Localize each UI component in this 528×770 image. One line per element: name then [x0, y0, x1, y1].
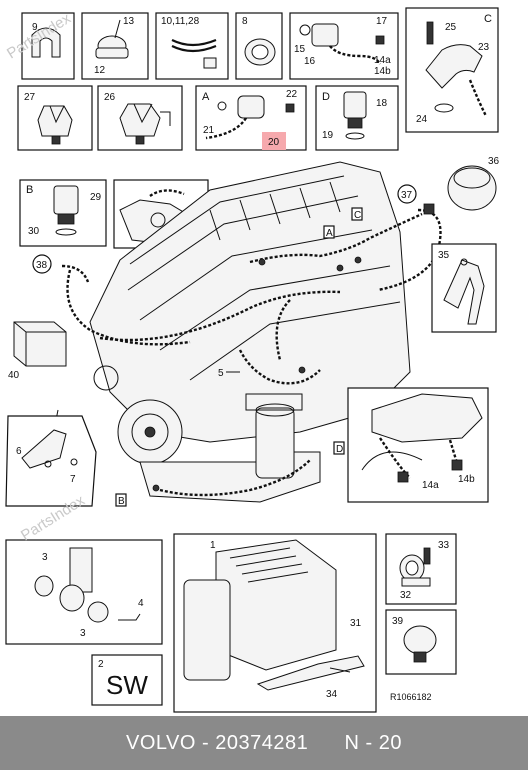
- footer-page: N - 20: [344, 731, 402, 754]
- callout-29: 29: [90, 192, 102, 203]
- callout-6: 6: [16, 446, 22, 457]
- panel-9: 9: [21, 12, 75, 80]
- panel-3-4: 3 3 4: [5, 539, 163, 645]
- callout-35: 35: [438, 250, 450, 261]
- panel-letter-a: A: [202, 91, 210, 103]
- panel-39: 39: [385, 609, 457, 675]
- callout-22: 22: [286, 89, 298, 100]
- panel-6-7: 6 7: [5, 415, 97, 507]
- callout-7: 7: [70, 474, 76, 485]
- callout-39: 39: [392, 616, 404, 627]
- callout-14a-top: 14a: [374, 55, 391, 66]
- highlight-box-20: [262, 132, 286, 150]
- tag-d: D: [336, 444, 343, 455]
- callout-21: 21: [203, 125, 215, 136]
- callout-20-highlighted: 20: [268, 137, 280, 148]
- callout-14b-top: 14b: [374, 66, 391, 77]
- panel-10-11-28: 10,11,28: [155, 12, 229, 80]
- callout-26: 26: [104, 92, 116, 103]
- panel-sw: 2 SW: [91, 654, 163, 706]
- callout-36: 36: [488, 156, 500, 167]
- callout-14b-bottom: 14b: [458, 474, 475, 485]
- panel-32-33: 33 32: [385, 533, 457, 605]
- callout-18: 18: [376, 98, 388, 109]
- callout-circle-38: 38: [32, 254, 52, 274]
- callout-3-top: 3: [42, 552, 48, 563]
- panel-27: 27: [17, 85, 93, 151]
- tag-b: B: [118, 496, 125, 507]
- callout-33: 33: [438, 540, 450, 551]
- panel-d: D 18 19: [315, 85, 399, 151]
- tag-a: A: [326, 228, 333, 239]
- footer-brand: VOLVO: [125, 731, 196, 754]
- panel-letter-b: B: [26, 184, 33, 196]
- callout-25: 25: [445, 22, 457, 33]
- callout-27: 27: [24, 92, 36, 103]
- callout-9: 9: [32, 22, 38, 33]
- callout-32: 32: [400, 590, 412, 601]
- callout-circle-37: 37: [397, 184, 417, 204]
- box-40: 40: [8, 321, 67, 381]
- footer-gap: [308, 732, 344, 755]
- callout-5: 5: [218, 368, 224, 379]
- callout-13: 13: [123, 16, 135, 27]
- panel-ecu: 1 31 34: [173, 533, 377, 713]
- callout-19: 19: [322, 130, 334, 141]
- callout-34: 34: [326, 689, 338, 700]
- callout-30: 30: [28, 226, 40, 237]
- callout-31: 31: [350, 618, 362, 629]
- callout-4: 4: [138, 598, 144, 609]
- callout-40: 40: [8, 370, 20, 381]
- callout-37: 37: [401, 190, 413, 201]
- panel-letter-d: D: [322, 91, 330, 103]
- cap-36: 36: [447, 156, 500, 211]
- callout-16: 16: [304, 56, 316, 67]
- callout-8: 8: [242, 16, 248, 27]
- panel-35: 35: [431, 243, 497, 333]
- panel-14-bottom: 14a 14b: [347, 387, 489, 503]
- callout-23: 23: [478, 42, 490, 53]
- drawing-reference: R1066182: [390, 692, 432, 702]
- callout-1: 1: [210, 540, 216, 551]
- panel-c: C 25 23 24: [405, 7, 499, 133]
- tag-c: C: [354, 210, 361, 221]
- panel-letter-c: C: [484, 13, 492, 25]
- panel-b: B 29 30: [19, 179, 107, 247]
- engine-tags: A C D B 5: [115, 207, 363, 507]
- callout-2: 2: [98, 659, 104, 670]
- panel-26: 26: [97, 85, 183, 151]
- footer-separator: -: [195, 731, 216, 754]
- sw-label: SW: [106, 670, 148, 700]
- callout-38: 38: [36, 260, 48, 271]
- callout-14a-bottom: 14a: [422, 480, 439, 491]
- callout-10-11-28: 10,11,28: [161, 16, 200, 27]
- panel-12-13: 13 12: [81, 12, 149, 80]
- panel-14-17: 17 15 16 14a 14b: [289, 12, 399, 80]
- panel-a: A 22 21 20: [195, 85, 307, 151]
- callout-24: 24: [416, 114, 428, 125]
- callout-15: 15: [294, 44, 306, 55]
- callout-17: 17: [376, 16, 388, 27]
- footer-bar: VOLVO - 20374281 N - 20: [0, 716, 528, 770]
- parts-diagram: .box{fill:#fff;stroke:#111;stroke-width:…: [5, 7, 500, 713]
- callout-12: 12: [94, 65, 106, 76]
- footer-part-number: 20374281: [215, 731, 309, 754]
- panel-8: 8: [235, 12, 283, 80]
- callout-3-bottom: 3: [80, 628, 86, 639]
